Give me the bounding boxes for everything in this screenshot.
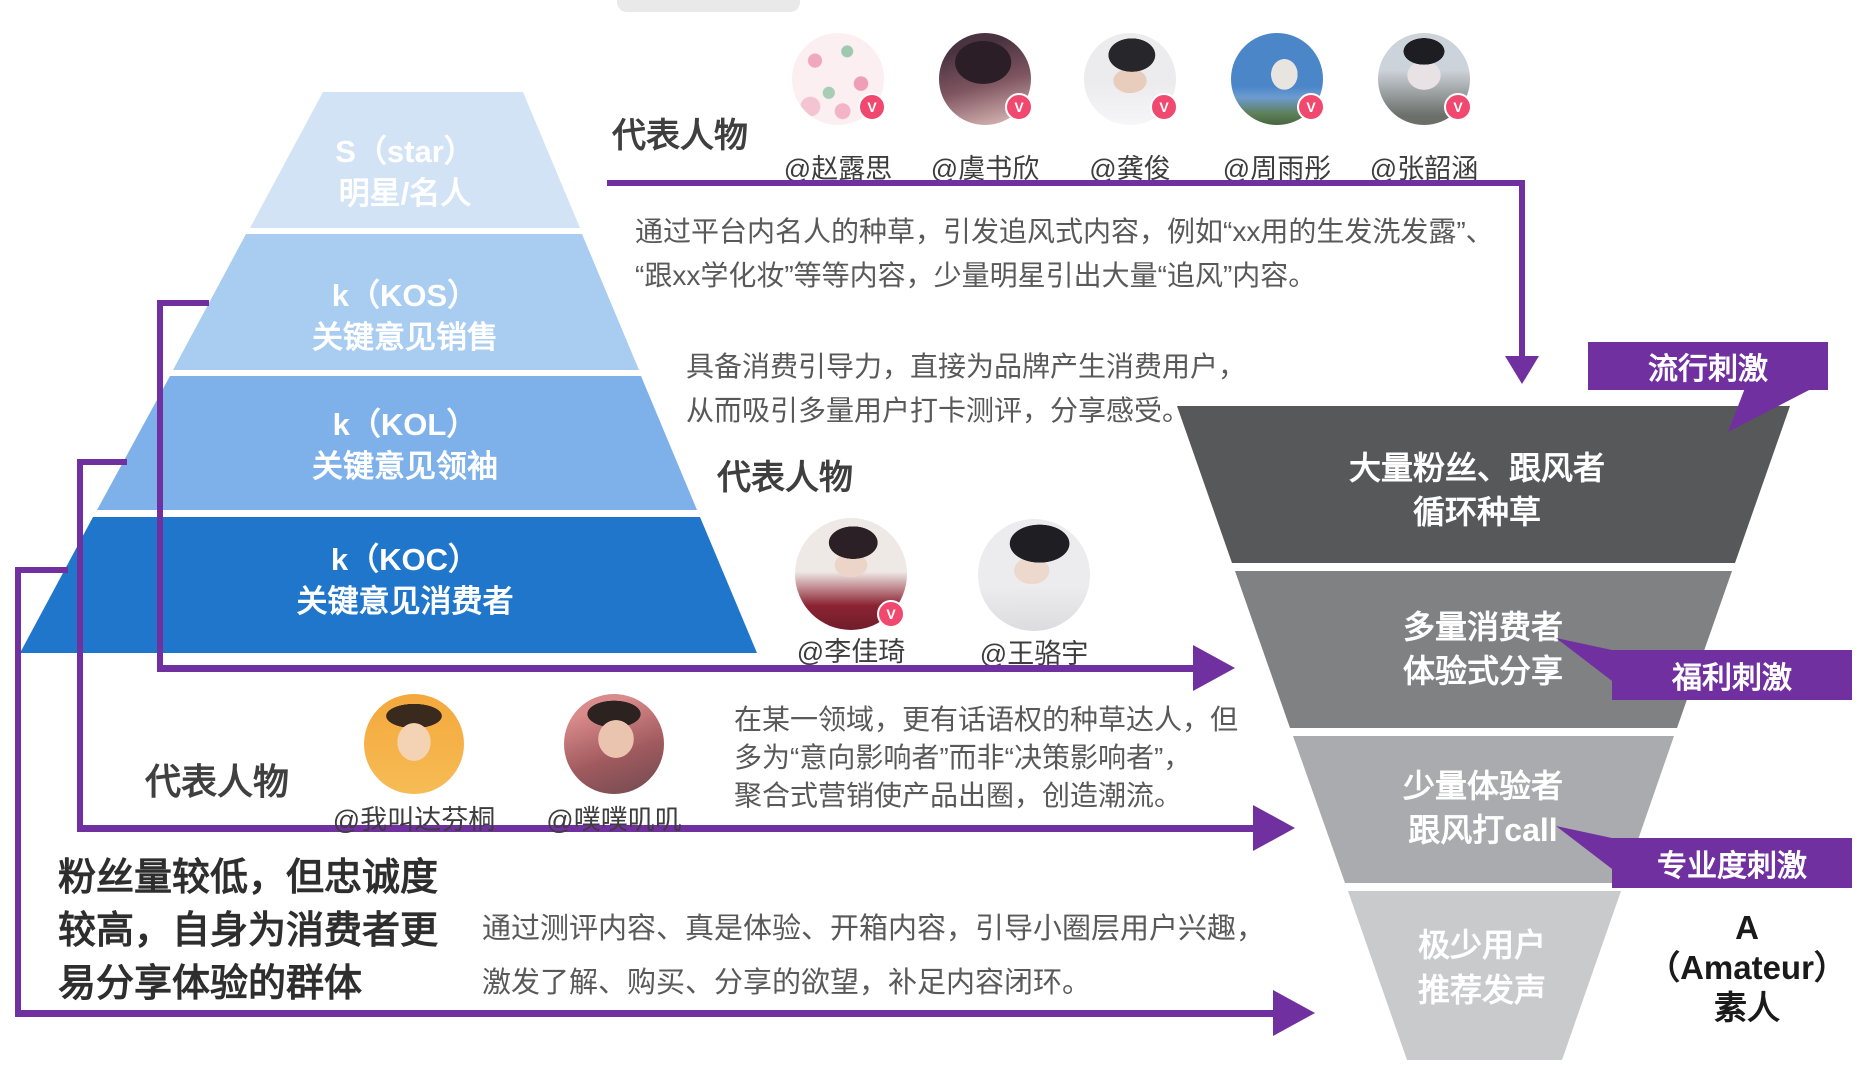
- amateur-line2: （Amateur）: [1647, 949, 1847, 986]
- pyramid-tier-koc: [20, 517, 757, 653]
- star-bracket-hline: [607, 180, 1525, 186]
- pyramid-label-kol-line2: 关键意见领袖: [312, 449, 498, 484]
- star-desc-line1: 通过平台内名人的种草，引发追风式内容，例如“xx用的生发洗发露”、: [635, 216, 1494, 247]
- kol-desc-line1: 在某一领域，更有话语权的种草达人，但: [734, 704, 1239, 735]
- funnel-label-2: 多量消费者 体验式分享: [1283, 605, 1683, 693]
- kol-desc: 在某一领域，更有话语权的种草达人，但 多为“意向影响者”而非“决策影响者”， 聚…: [734, 701, 1238, 815]
- funnel-label-3: 少量体验者 跟风打call: [1283, 764, 1683, 852]
- kol-bracket-vline: [77, 459, 83, 832]
- funnel-label-4-line1: 极少用户: [1417, 927, 1546, 963]
- kol-arrow-shaft: [77, 825, 1253, 832]
- pyramid-label-koc-line2: 关键意见消费者: [296, 584, 514, 619]
- ribbon-welfare: 福利刺激: [1612, 650, 1852, 700]
- handle-gongjun: @龚俊: [1089, 154, 1171, 184]
- avatar-pupujiji: [564, 694, 664, 794]
- kos-arrow-shaft: [157, 665, 1193, 672]
- funnel-label-3-line1: 少量体验者: [1402, 768, 1563, 804]
- kos-bracket-vline: [157, 300, 163, 672]
- pyramid-label-kol: k（KOL） 关键意见领袖: [240, 404, 570, 488]
- amateur-label: A （Amateur） 素人: [1597, 908, 1870, 1028]
- pyramid-label-star-line1: S（star）: [335, 134, 475, 169]
- verified-badge-icon: V: [1444, 93, 1472, 121]
- avatar-dafentong: [364, 694, 464, 794]
- verified-badge-icon: V: [858, 93, 886, 121]
- pyramid-tier-kol: [97, 376, 697, 510]
- top-tab-remnant: [617, 0, 800, 12]
- ribbon-popularity: 流行刺激: [1588, 342, 1828, 390]
- arrow-down-icon: [1505, 356, 1539, 384]
- koc-desc-line2: 激发了解、购买、分享的欲望，补足内容闭环。: [482, 967, 1092, 999]
- star-rep-label: 代表人物: [612, 117, 748, 155]
- funnel-label-1-line1: 大量粉丝、跟风者: [1348, 450, 1605, 486]
- arrow-right-icon: [1193, 645, 1235, 691]
- handle-dafentong: @我叫达芬桐: [332, 805, 496, 835]
- handle-lijiaqi: @李佳琦: [796, 637, 906, 667]
- funnel-label-3-line2: 跟风打call: [1408, 812, 1558, 848]
- verified-badge-icon: V: [1005, 93, 1033, 121]
- avatar-lijiaqi: V: [795, 518, 907, 630]
- funnel-label-1-line2: 循环种草: [1412, 494, 1541, 530]
- handle-wangluoyu: @王骆宇: [979, 639, 1089, 669]
- amateur-line3: 素人: [1714, 989, 1780, 1026]
- funnel-label-2-line2: 体验式分享: [1402, 653, 1563, 689]
- arrow-right-icon: [1253, 805, 1295, 851]
- funnel-label-2-line1: 多量消费者: [1402, 609, 1563, 645]
- pyramid-label-kol-line1: k（KOL）: [332, 407, 478, 442]
- koc-note: 粉丝量较低，但忠诚度 较高，自身为消费者更 易分享体验的群体: [58, 852, 438, 1011]
- kos-desc: 具备消费引导力，直接为品牌产生消费用户， 从而吸引多量用户打卡测评，分享感受。: [686, 345, 1246, 433]
- koc-desc-line1: 通过测评内容、真是体验、开箱内容，引导小圈层用户兴趣，: [482, 913, 1266, 945]
- verified-badge-icon: V: [877, 600, 905, 628]
- ribbon-popularity-label: 流行刺激: [1648, 353, 1768, 386]
- amateur-line1: A: [1735, 909, 1759, 946]
- funnel-label-4-line2: 推荐发声: [1417, 972, 1546, 1008]
- koc-note-line1: 粉丝量较低，但忠诚度: [58, 857, 439, 899]
- funnel-tier-2: [1235, 571, 1732, 728]
- avatar-zhangshaohan: V: [1378, 33, 1472, 125]
- kol-desc-line3: 聚合式营销使产品出圈，创造潮流。: [734, 780, 1183, 811]
- verified-badge-icon: V: [1150, 93, 1178, 121]
- handle-pupujiji: @噗噗叽叽: [546, 805, 682, 835]
- avatar-zhouyutong: V: [1231, 33, 1325, 125]
- koc-arrow-shaft: [15, 1010, 1273, 1017]
- pyramid-label-kos-line2: 关键意见销售: [312, 320, 498, 355]
- koc-rep-label: 代表人物: [145, 761, 290, 802]
- pyramid-label-koc: k（KOC） 关键意见消费者: [240, 539, 570, 623]
- kol-bracket-stub: [77, 459, 127, 465]
- funnel-label-4: 极少用户 推荐发声: [1282, 923, 1682, 1013]
- handle-zhaolusi: @赵露思: [783, 154, 893, 184]
- koc-desc: 通过测评内容、真是体验、开箱内容，引导小圈层用户兴趣， 激发了解、购买、分享的欲…: [482, 902, 1265, 1010]
- koc-note-line3: 易分享体验的群体: [58, 963, 363, 1005]
- star-bracket-vline: [1519, 180, 1525, 356]
- funnel-label-1: 大量粉丝、跟风者 循环种草: [1277, 446, 1677, 534]
- koc-note-line2: 较高，自身为消费者更: [58, 910, 439, 952]
- kos-bracket-stub: [157, 300, 209, 306]
- handle-zhangshaohan: @张韶涵: [1369, 154, 1479, 184]
- kos-rep-label: 代表人物: [717, 459, 853, 497]
- ribbon-professional: 专业度刺激: [1612, 838, 1852, 888]
- ribbon-professional-label: 专业度刺激: [1657, 850, 1807, 883]
- star-desc: 通过平台内名人的种草，引发追风式内容，例如“xx用的生发洗发露”、 “跟xx学化…: [635, 210, 1494, 298]
- pyramid-label-kos: k（KOS） 关键意见销售: [240, 275, 570, 359]
- koc-bracket-stub: [15, 567, 68, 573]
- pyramid-tier-kos: [173, 234, 639, 370]
- handle-zhouyutong: @周雨彤: [1222, 154, 1332, 184]
- kos-desc-line2: 从而吸引多量用户打卡测评，分享感受。: [686, 395, 1191, 426]
- star-desc-line2: “跟xx学化妆”等等内容，少量明星引出大量“追风”内容。: [635, 260, 1317, 291]
- handle-yushuxin: @虞书欣: [930, 154, 1040, 184]
- funnel-tier-1: [1177, 406, 1790, 563]
- pyramid-label-star-line2: 明星/名人: [338, 176, 472, 211]
- kol-desc-line2: 多为“意向影响者”而非“决策影响者”，: [734, 742, 1192, 773]
- verified-badge-icon: V: [1297, 93, 1325, 121]
- koc-bracket-vline: [15, 567, 21, 1017]
- avatar-gongjun: V: [1084, 33, 1178, 125]
- avatar-wangluoyu: [978, 519, 1090, 631]
- avatar-yushuxin: V: [939, 33, 1033, 125]
- pyramid-label-star: S（star） 明星/名人: [250, 131, 560, 215]
- arrow-right-icon: [1273, 990, 1315, 1036]
- pyramid-label-kos-line1: k（KOS）: [331, 278, 479, 313]
- pyramid-label-koc-line1: k（KOC）: [330, 542, 480, 577]
- kos-desc-line1: 具备消费引导力，直接为品牌产生消费用户，: [686, 351, 1247, 382]
- avatar-zhaolusi: V: [792, 33, 886, 125]
- ribbon-welfare-label: 福利刺激: [1672, 662, 1792, 695]
